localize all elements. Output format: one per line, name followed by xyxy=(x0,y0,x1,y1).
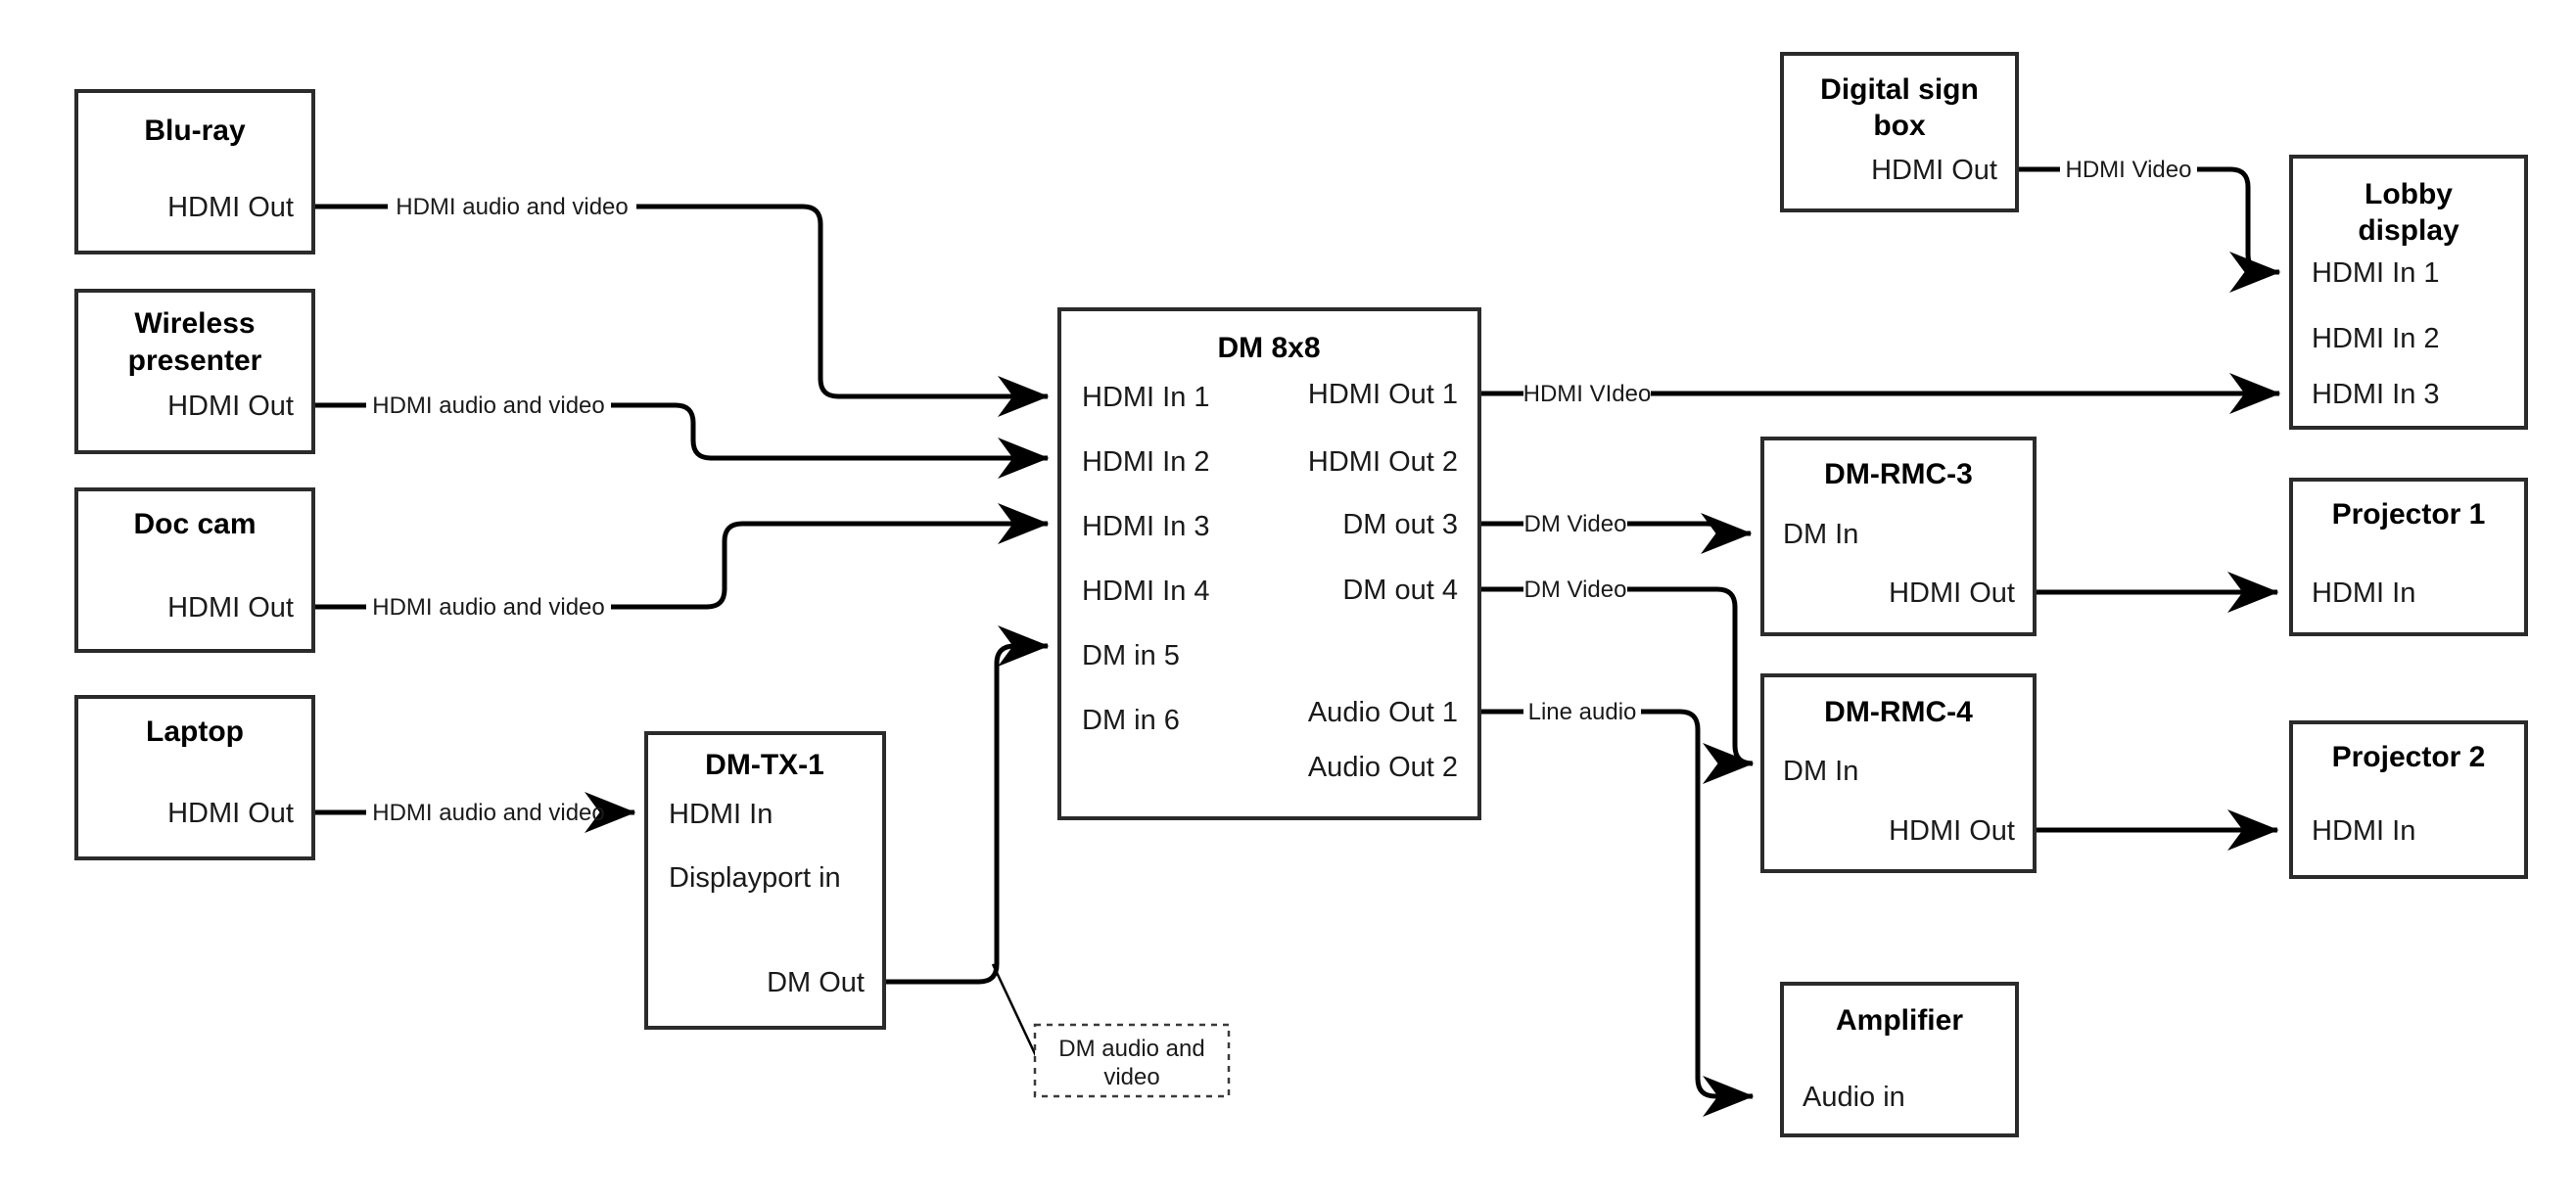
wire-layer xyxy=(313,166,2279,1096)
link-label-laptop: HDMI audio and video xyxy=(372,800,604,826)
dm-8x8-input-hdmi-in-1: HDMI In 1 xyxy=(1082,382,1210,413)
lobby-display-title-line2: display xyxy=(2358,214,2459,247)
bluray-title: Blu-ray xyxy=(144,115,246,147)
dm-8x8-input-hdmi-in-2: HDMI In 2 xyxy=(1082,446,1210,478)
doc-cam-title: Doc cam xyxy=(133,508,256,540)
laptop-port-hdmi-out: HDMI Out xyxy=(167,798,294,829)
node-doc-cam[interactable]: Doc cam HDMI Out xyxy=(74,487,315,653)
dm-tx-1-title: DM-TX-1 xyxy=(705,749,824,781)
bluray-box[interactable] xyxy=(74,89,315,254)
node-wireless-presenter[interactable]: Wireless presenter HDMI Out xyxy=(74,289,315,454)
wireless-presenter-port-hdmi-out: HDMI Out xyxy=(167,391,294,422)
node-projector-1[interactable]: Projector 1 HDMI In xyxy=(2289,478,2528,636)
wire-dm8x8-audioout1-to-amplifier xyxy=(1479,709,1753,1096)
dm-tx-1-port-displayport-in: Displayport in xyxy=(669,862,841,894)
lobby-display-port-hdmi-in-2: HDMI In 2 xyxy=(2312,323,2440,354)
dm-8x8-title: DM 8x8 xyxy=(1217,332,1320,364)
digital-sign-box[interactable] xyxy=(1780,52,2019,212)
wire-bluray-to-dm8x8 xyxy=(313,204,1048,396)
link-label-wireless: HDMI audio and video xyxy=(372,393,604,419)
dm-8x8-input-dm-in-5: DM in 5 xyxy=(1082,640,1180,671)
projector-1-port-hdmi-in: HDMI In xyxy=(2312,577,2415,609)
laptop-box[interactable] xyxy=(74,695,315,860)
lobby-display-title: Lobby xyxy=(2365,178,2453,210)
projector-2-port-hdmi-in: HDMI In xyxy=(2312,815,2415,847)
projector-2-box[interactable] xyxy=(2289,720,2528,879)
dm-rmc-3-box[interactable] xyxy=(1760,437,2037,636)
link-label-dm-video-4: DM Video xyxy=(1524,577,1627,603)
dm-tx-1-port-dm-out: DM Out xyxy=(767,967,865,998)
dm-rmc-3-port-dm-in: DM In xyxy=(1783,519,1858,550)
wire-dmtx1-to-dm8x8 xyxy=(884,625,1050,985)
dm-8x8-output-dm-out-4: DM out 4 xyxy=(1342,575,1458,606)
lobby-display-port-hdmi-in-1: HDMI In 1 xyxy=(2312,257,2440,289)
laptop-title: Laptop xyxy=(146,716,244,748)
wireless-presenter-title-line2: presenter xyxy=(128,345,262,377)
callout-box xyxy=(1033,1023,1231,1098)
dm-8x8-output-hdmi-out-2: HDMI Out 2 xyxy=(1308,446,1458,478)
lobby-display-box[interactable] xyxy=(2289,155,2528,430)
digital-sign-title-line2: box xyxy=(1873,110,1926,142)
link-label-digitalsign: HDMI Video xyxy=(2066,157,2192,183)
amplifier-box[interactable] xyxy=(1780,982,2019,1137)
link-label-layer: HDMI audio and video HDMI audio and vide… xyxy=(372,157,2191,826)
doc-cam-port-hdmi-out: HDMI Out xyxy=(167,592,294,624)
callout-leader-line xyxy=(991,963,1040,1061)
dm-rmc-4-port-dm-in: DM In xyxy=(1783,756,1858,787)
callout-label-line2: video xyxy=(1103,1064,1159,1090)
link-label-hdmi-video-lobby: HDMI VIdeo xyxy=(1523,381,1652,407)
lobby-display-port-hdmi-in-3: HDMI In 3 xyxy=(2312,379,2440,410)
wire-dm8x8-dmout3-to-rmc3 xyxy=(1479,524,1751,533)
dm-tx-1-port-hdmi-in: HDMI In xyxy=(669,799,773,830)
wire-doccam-to-dm8x8 xyxy=(313,524,1048,610)
dm-8x8-box[interactable] xyxy=(1057,307,1481,820)
callout-dm-audio-and-video: DM audio and video xyxy=(1033,1023,1231,1098)
bluray-port-hdmi-out: HDMI Out xyxy=(167,192,294,223)
callout-label-line1: DM audio and xyxy=(1058,1036,1204,1062)
node-dm-rmc-3[interactable]: DM-RMC-3 DM In HDMI Out xyxy=(1760,437,2037,636)
dm-8x8-output-dm-out-3: DM out 3 xyxy=(1342,509,1458,540)
dm-rmc-3-title: DM-RMC-3 xyxy=(1824,458,1973,490)
node-dm-rmc-4[interactable]: DM-RMC-4 DM In HDMI Out xyxy=(1760,673,2037,873)
dm-8x8-input-hdmi-in-4: HDMI In 4 xyxy=(1082,576,1210,607)
node-dm-tx-1[interactable]: DM-TX-1 HDMI In Displayport in DM Out xyxy=(644,731,886,1030)
amplifier-title: Amplifier xyxy=(1836,1004,1963,1037)
digital-sign-title: Digital sign xyxy=(1820,73,1979,106)
wireless-presenter-box[interactable] xyxy=(74,289,315,454)
dm-rmc-4-port-hdmi-out: HDMI Out xyxy=(1889,815,2015,847)
projector-2-title: Projector 2 xyxy=(2332,741,2486,773)
wireless-presenter-title: Wireless xyxy=(134,307,255,340)
node-dm-8x8[interactable]: DM 8x8 HDMI In 1 HDMI In 2 HDMI In 3 HDM… xyxy=(1057,307,1481,820)
wire-digitalsign-to-lobby xyxy=(2017,166,2279,272)
dm-rmc-3-port-hdmi-out: HDMI Out xyxy=(1889,577,2015,609)
node-lobby-display[interactable]: Lobby display HDMI In 1 HDMI In 2 HDMI I… xyxy=(2289,155,2528,430)
node-bluray[interactable]: Blu-ray HDMI Out xyxy=(74,89,315,254)
dm-8x8-input-dm-in-6: DM in 6 xyxy=(1082,705,1180,736)
dm-8x8-output-hdmi-out-1: HDMI Out 1 xyxy=(1308,379,1458,410)
link-label-bluray: HDMI audio and video xyxy=(396,194,628,220)
dm-8x8-output-audio-out-2: Audio Out 2 xyxy=(1308,752,1458,783)
dm-rmc-4-box[interactable] xyxy=(1760,673,2037,873)
node-amplifier[interactable]: Amplifier Audio in xyxy=(1780,982,2019,1137)
wire-dm8x8-dmout4-to-rmc4 xyxy=(1479,586,1753,763)
node-digital-sign-box[interactable]: Digital sign box HDMI Out xyxy=(1780,52,2019,212)
dm-rmc-4-title: DM-RMC-4 xyxy=(1824,696,1973,728)
dm-8x8-input-hdmi-in-3: HDMI In 3 xyxy=(1082,511,1210,542)
digital-sign-port-hdmi-out: HDMI Out xyxy=(1871,155,1997,186)
node-laptop[interactable]: Laptop HDMI Out xyxy=(74,695,315,860)
projector-1-box[interactable] xyxy=(2289,478,2528,636)
amplifier-port-audio-in: Audio in xyxy=(1803,1082,1905,1113)
wire-wireless-to-dm8x8 xyxy=(313,402,1048,458)
link-label-dm-video-3: DM Video xyxy=(1524,511,1627,537)
dm-tx-1-box[interactable] xyxy=(644,731,886,1030)
doc-cam-box[interactable] xyxy=(74,487,315,653)
dm-8x8-output-audio-out-1: Audio Out 1 xyxy=(1308,697,1458,728)
link-label-line-audio: Line audio xyxy=(1528,699,1637,725)
node-projector-2[interactable]: Projector 2 HDMI In xyxy=(2289,720,2528,879)
link-label-doccam: HDMI audio and video xyxy=(372,594,604,621)
projector-1-title: Projector 1 xyxy=(2332,498,2486,531)
